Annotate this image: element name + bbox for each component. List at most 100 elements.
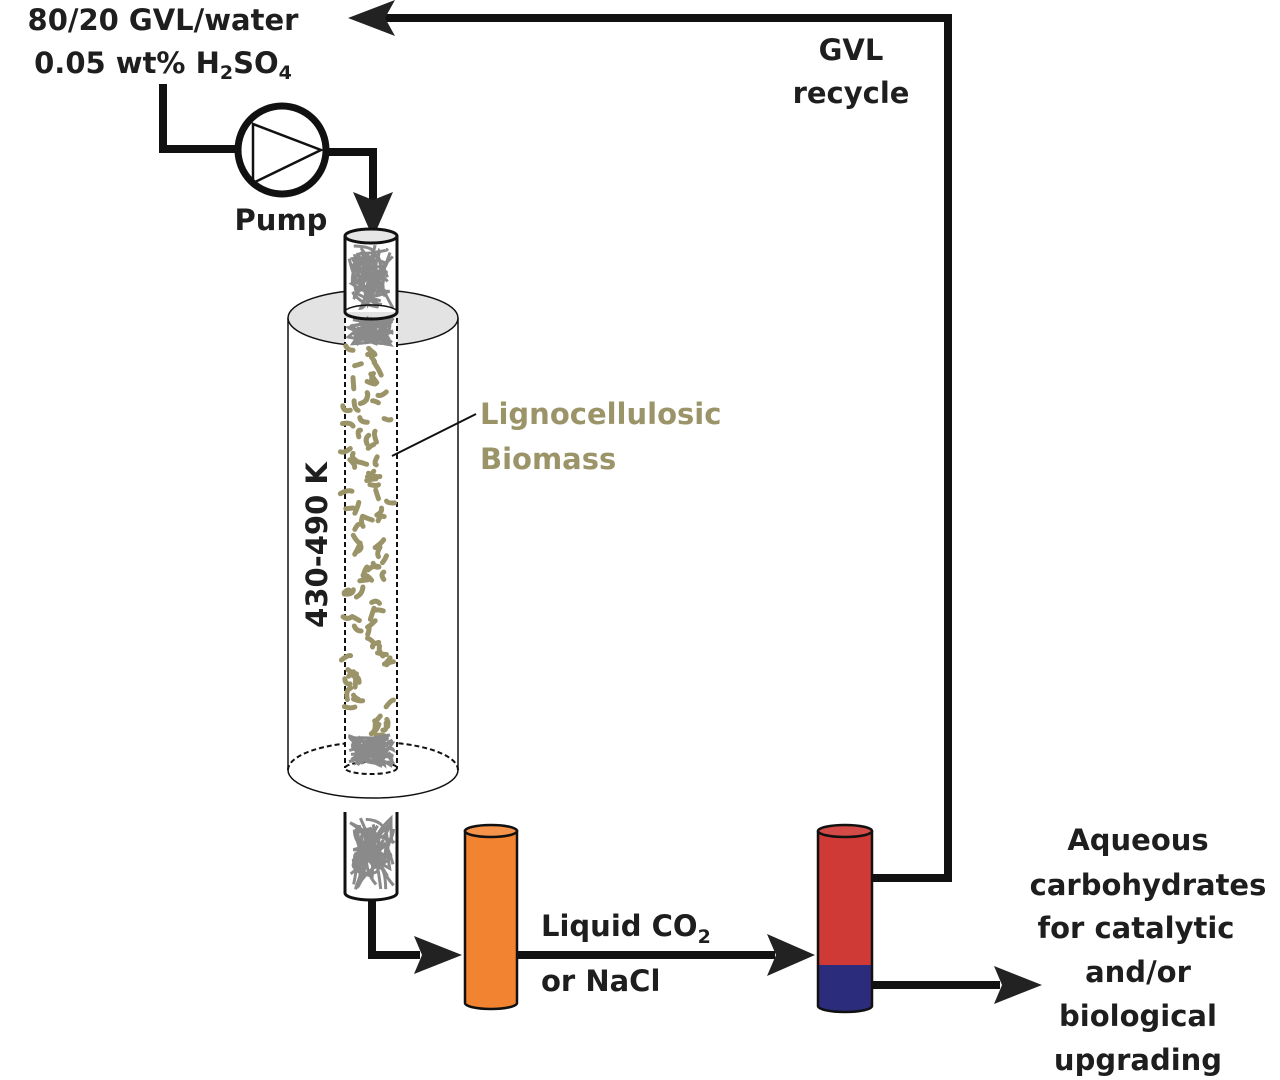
biomass-chip: [353, 458, 370, 467]
biomass-chip: [344, 685, 354, 703]
biomass-chip: [371, 428, 379, 445]
feed-arrowhead-icon: [353, 192, 393, 238]
biomass-chip: [373, 362, 384, 378]
biomass-bed: [337, 343, 398, 741]
biomass-chip: [343, 343, 356, 353]
biomass-chip: [360, 572, 375, 583]
recycle-label-line2: recycle: [793, 76, 910, 110]
biomass-chip: [379, 569, 387, 582]
biomass-chip: [365, 442, 377, 451]
glass-wool-strand: [350, 743, 378, 763]
separation-line: [517, 934, 815, 976]
outlet-tube: [343, 812, 399, 902]
biomass-chip: [350, 375, 357, 392]
biomass-chip: [338, 653, 354, 663]
biomass-chip: [352, 521, 361, 532]
biomass-chip: [337, 446, 353, 455]
biomass-chip: [346, 669, 356, 679]
biomass-chip: [364, 379, 378, 387]
biomass-chip: [372, 537, 387, 551]
biomass-chip: [367, 482, 381, 489]
glass-wool-bottom-inner: [348, 733, 397, 769]
feed-line: [159, 84, 393, 238]
product-label-line: biological: [1059, 999, 1217, 1033]
biomass-chip: [384, 498, 398, 506]
biomass-chip: [337, 488, 355, 497]
biomass-chip: [365, 563, 382, 573]
pump-triangle-icon: [251, 122, 325, 185]
product-label-line: for catalytic: [1038, 911, 1235, 945]
biomass-chip: [357, 391, 371, 407]
biomass-chip: [374, 505, 385, 518]
biomass-chip: [350, 614, 362, 623]
aqueous-phase: [818, 965, 872, 1012]
glass-wool-strand: [353, 817, 381, 875]
biomass-chip: [343, 505, 356, 512]
biomass-chip: [357, 577, 371, 584]
glass-wool-strand: [352, 318, 387, 343]
glass-wool-top-inner: [345, 315, 395, 347]
pump-body: [234, 102, 330, 198]
biomass-chip: [342, 676, 353, 687]
recycle-label-line1: GVL: [819, 33, 884, 67]
biomass-chip: [381, 416, 394, 423]
biomass-chip: [370, 398, 381, 406]
biomass-chip: [375, 513, 387, 524]
glass-wool-strand: [351, 265, 391, 298]
biomass-chip: [373, 607, 386, 614]
biomass-chip: [341, 587, 356, 597]
biomass-chip: [355, 427, 363, 440]
biomass-chip: [351, 623, 364, 634]
biomass-chip: [352, 499, 362, 516]
temperature-label: 430-490 K: [300, 461, 334, 628]
biomass-leader-line: [391, 413, 477, 457]
biomass-chip: [380, 720, 389, 733]
product-label-line: Aqueous: [1067, 823, 1208, 857]
biomass-chip: [366, 470, 383, 480]
recycle-arrowhead-icon: [348, 0, 395, 36]
biomass-chip: [347, 457, 358, 470]
biomass-chip: [353, 584, 366, 600]
biomass-chip: [368, 354, 378, 366]
pump-label: Pump: [235, 203, 328, 237]
biomass-chip: [339, 420, 356, 429]
reactor-outlet-line: [368, 900, 462, 974]
biomass-chip: [375, 650, 389, 657]
biomass-chip: [375, 544, 383, 560]
feed-label-line1: 80/20 GVL/water: [28, 3, 300, 37]
biomass-chip: [365, 350, 378, 357]
glass-wool-strand: [347, 251, 392, 310]
biomass-chip: [375, 389, 389, 398]
heating-jacket: [287, 289, 459, 799]
biomass-chip: [370, 639, 382, 650]
gvl-recycle-line: [348, 0, 952, 882]
phase-separator: [816, 823, 874, 1014]
biomass-chip: [367, 605, 377, 622]
product-label-line: carbohydrates: [1030, 868, 1267, 902]
product-label-line: and/or: [1085, 955, 1191, 989]
biomass-chip: [341, 704, 358, 711]
solvent-label-line2: or NaCl: [541, 964, 660, 998]
product-label: Aqueous carbohydrates for catalytic and/…: [1030, 823, 1267, 1077]
biomass-chip: [380, 553, 389, 566]
separation-arrowhead-icon: [767, 934, 815, 976]
inlet-tube: [343, 227, 399, 321]
biomass-chip: [363, 432, 372, 447]
biomass-chip: [372, 454, 380, 468]
pump: [234, 102, 330, 198]
biomass-chip: [381, 655, 393, 667]
biomass-chip: [351, 398, 361, 413]
biomass-chip: [369, 598, 382, 606]
biomass-chip: [368, 721, 378, 737]
biomass-chip: [372, 713, 383, 724]
biomass-chip: [373, 487, 381, 502]
biomass-chip: [340, 403, 353, 414]
solvent-label-line1: Liquid CO2: [541, 909, 711, 948]
biomass-chip: [352, 361, 364, 369]
product-line: [872, 966, 1042, 1004]
glass-wool-strand: [364, 316, 392, 337]
biomass-label-line2: Biomass: [480, 442, 616, 476]
gvl-phase: [818, 831, 872, 965]
extraction-column: [463, 823, 519, 1011]
